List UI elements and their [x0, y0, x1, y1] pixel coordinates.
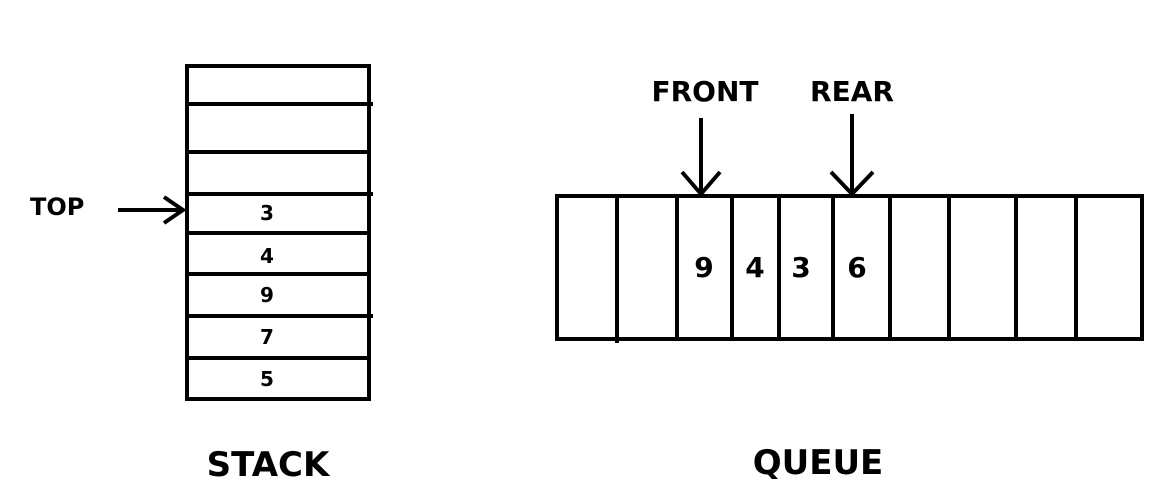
- top-arrow-icon: [118, 195, 187, 225]
- rear-pointer-label: REAR: [810, 75, 894, 108]
- stack-caption: STACK: [207, 445, 331, 485]
- queue-cell-value: 9: [694, 251, 713, 284]
- queue-caption: QUEUE: [753, 443, 884, 483]
- queue-outline: [555, 194, 1144, 341]
- queue-cell-value: 6: [847, 251, 866, 284]
- front-arrow-icon: [680, 118, 722, 198]
- stack-cell-value: 4: [260, 244, 274, 268]
- rear-arrow-icon: [829, 114, 875, 197]
- stack-cell-value: 3: [260, 201, 274, 225]
- stack-cell-value: 7: [260, 325, 274, 349]
- stack-cell-value: 9: [260, 283, 274, 307]
- stack-cell-value: 5: [260, 367, 274, 391]
- top-pointer-label: TOP: [30, 193, 84, 221]
- queue: 9 4 3 6 FRONT REAR QUEUE: [555, 75, 1144, 483]
- front-pointer-label: FRONT: [651, 75, 758, 108]
- stack: 3 4 9 7 5 TOP STACK: [30, 64, 373, 485]
- queue-cell-value: 4: [745, 251, 764, 284]
- queue-cell-value: 3: [791, 251, 810, 284]
